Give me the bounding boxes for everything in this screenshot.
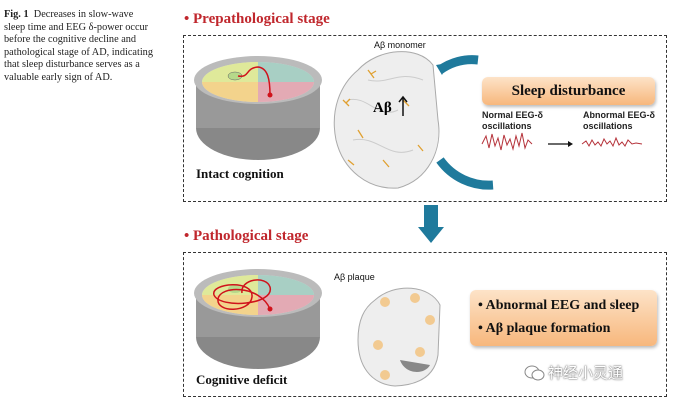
prepathological-panel	[183, 35, 667, 202]
eeg-traces	[481, 132, 643, 151]
stage-title: Pathological stage	[193, 228, 309, 244]
brain-plaque-illustration	[357, 287, 441, 387]
arrow-right-icon	[568, 141, 573, 147]
wechat-icon	[524, 365, 545, 381]
abnormal-eeg-label: Abnormal EEG-δ oscillations	[583, 110, 655, 131]
prepathological-title: • Prepathological stage	[184, 11, 330, 27]
figure-caption: Fig. 1 Decreases in slow-wave sleep time…	[4, 9, 154, 85]
arrow-down-icon	[418, 205, 444, 243]
intact-cognition-label: Intact cognition	[196, 166, 284, 181]
feature-text: Abnormal EEG and sleep	[485, 298, 640, 313]
pathological-title: • Pathological stage	[184, 228, 309, 244]
feature-text: Aβ plaque formation	[485, 321, 611, 336]
normal-eeg-trace	[481, 132, 533, 151]
abeta-label: Aβ	[373, 100, 392, 116]
sleep-disturbance-box: Sleep disturbance	[482, 77, 655, 105]
caption-label: Fig. 1	[4, 9, 29, 20]
caption-text: Decreases in slow-wave sleep time and EE…	[4, 9, 153, 83]
abeta-plaque-label: Aβ plaque	[334, 272, 375, 282]
feature-item: • Abnormal EEG and sleep	[478, 298, 640, 313]
cognitive-deficit-label: Cognitive deficit	[196, 372, 288, 387]
stage-title: Prepathological stage	[193, 11, 330, 27]
abnormal-eeg-trace	[581, 136, 643, 148]
watermark: 神经小灵通	[548, 364, 624, 382]
abeta-monomer-label: Aβ monomer	[374, 40, 426, 50]
water-maze-deficit-illustration	[194, 269, 322, 369]
feature-item: • Aβ plaque formation	[478, 321, 611, 336]
normal-eeg-label: Normal EEG-δ oscillations	[482, 110, 543, 131]
brain-monomer-illustration	[333, 51, 494, 190]
pathology-features-box: • Abnormal EEG and sleep • Aβ plaque for…	[470, 290, 657, 346]
water-maze-intact-illustration	[194, 56, 322, 160]
pathological-panel	[183, 252, 667, 397]
